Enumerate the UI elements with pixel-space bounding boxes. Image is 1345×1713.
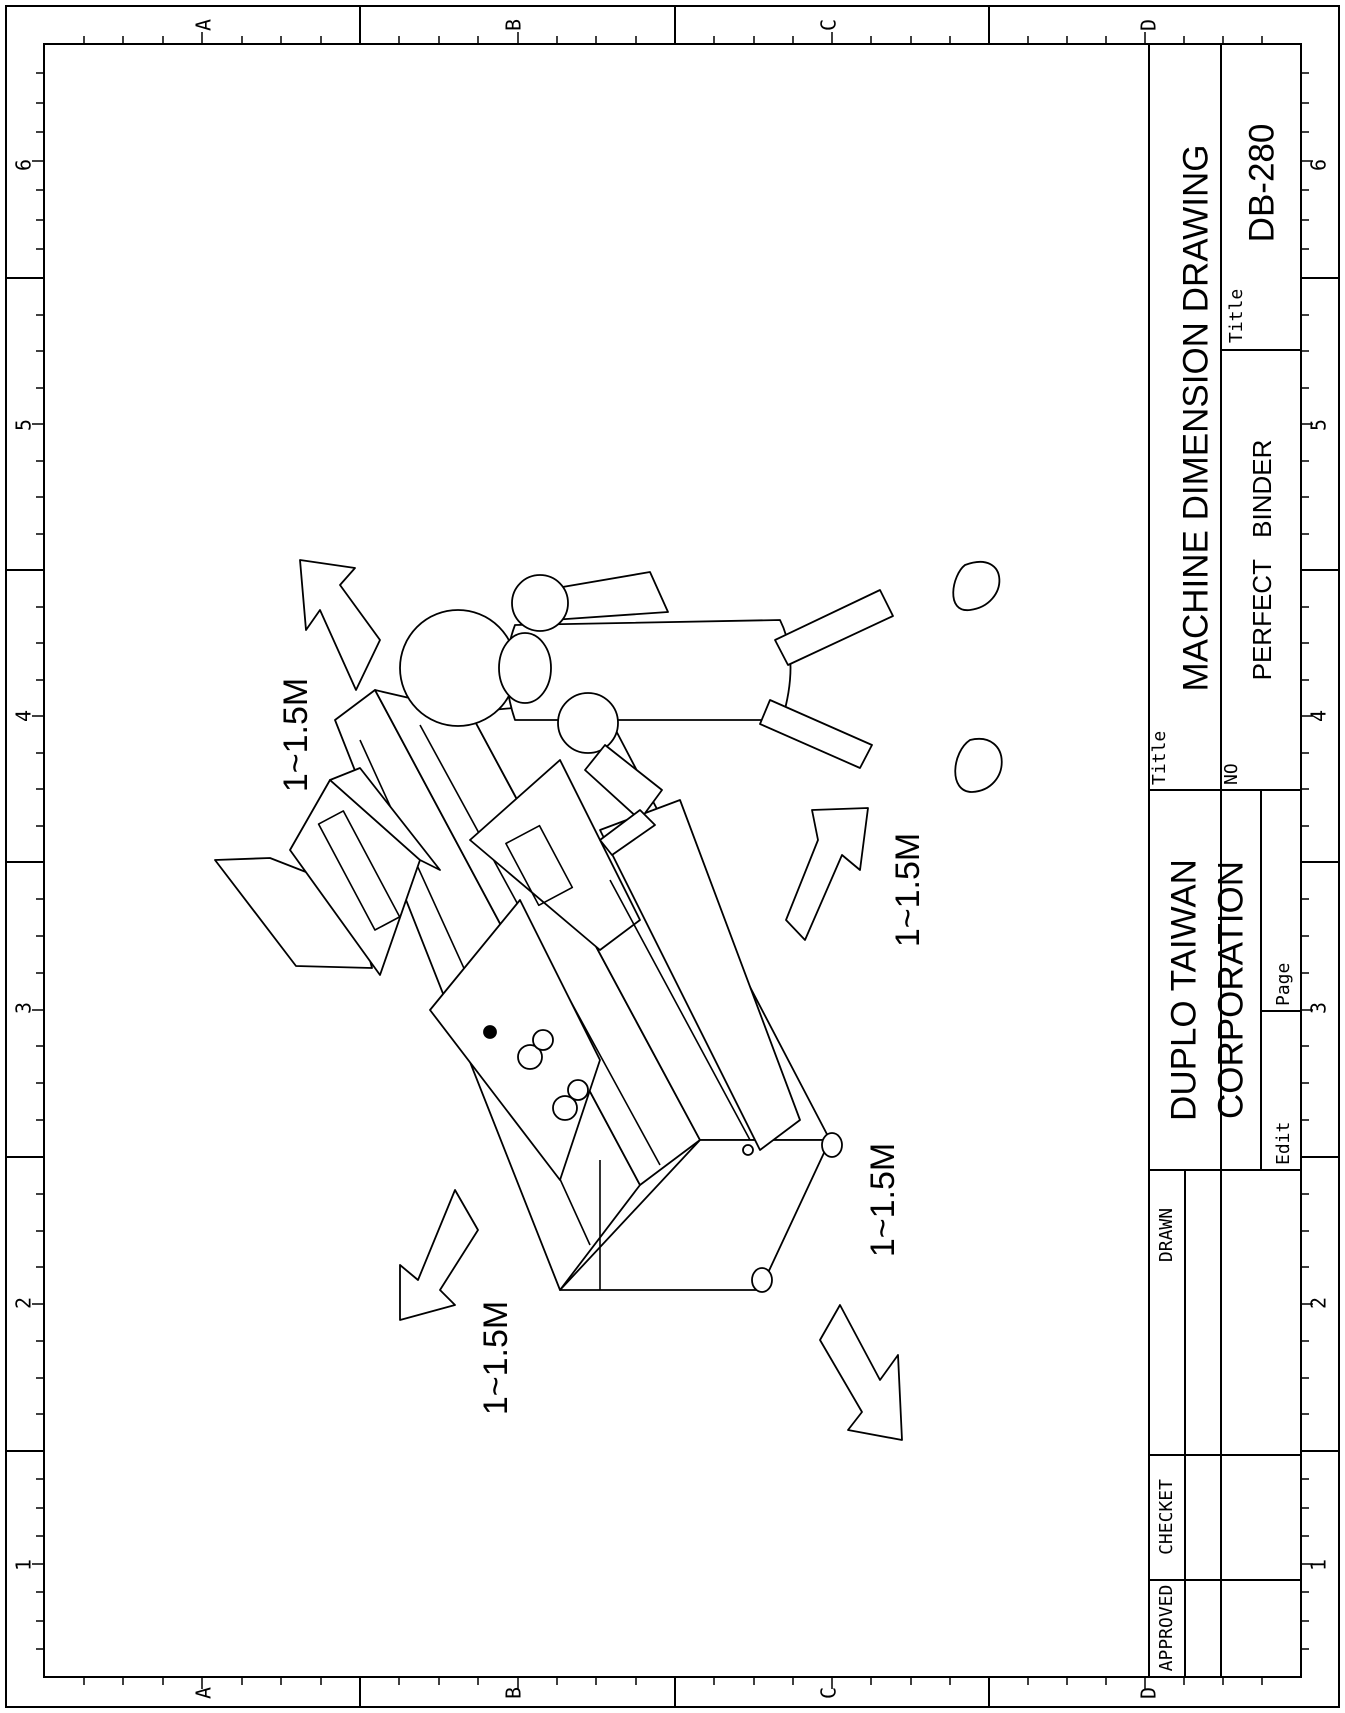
clearance-arrows <box>299 559 903 1441</box>
company-name-line2: CORPORATION <box>1211 861 1250 1119</box>
zone-number-2-left: 2 <box>12 1297 36 1309</box>
operator-figure <box>399 561 1003 856</box>
zone-letter-b-top: B <box>502 19 526 31</box>
zone-letter-d-top: D <box>1137 19 1161 31</box>
clearance-labels: 1~1.5M 1~1.5M 1~1.5M 1~1.5M <box>277 678 927 1415</box>
zone-number-2-right: 2 <box>1307 1297 1331 1309</box>
clearance-arrow-right-upper <box>785 807 869 941</box>
clearance-arrow-bottom-right <box>819 1304 903 1441</box>
zone-dividers <box>6 6 1339 1707</box>
no-label: NO <box>1221 763 1242 785</box>
zone-number-6-right: 6 <box>1307 159 1331 171</box>
clearance-label-right-upper: 1~1.5M <box>889 833 927 947</box>
border-ticks <box>32 32 1313 1689</box>
zone-letter-c-top: C <box>817 19 841 31</box>
clearance-arrow-top-left <box>299 559 381 691</box>
inner-border <box>43 43 1302 1678</box>
zone-number-5-left: 5 <box>12 419 36 431</box>
outer-border <box>5 5 1340 1708</box>
zone-numbers-left: 6 5 4 3 2 1 <box>12 159 36 1571</box>
company-name-line1: DUPLO TAIWAN <box>1164 859 1203 1121</box>
zone-number-3-right: 3 <box>1307 1002 1331 1014</box>
zone-number-4-right: 4 <box>1307 710 1331 722</box>
clearance-label-right-lower: 1~1.5M <box>864 1143 902 1257</box>
approved-label: APPROVED <box>1156 1585 1177 1672</box>
product-name: PERFECT BINDER <box>1247 440 1277 681</box>
zone-number-6-left: 6 <box>12 159 36 171</box>
perfect-binder-machine <box>214 689 843 1293</box>
zone-number-1-right: 1 <box>1307 1559 1331 1571</box>
title-label-2: Title <box>1226 289 1247 343</box>
page-label: Page <box>1273 963 1294 1006</box>
zone-letter-a-bottom: A <box>192 1687 216 1699</box>
clearance-arrow-bottom-left <box>399 1189 479 1321</box>
zone-letter-a-top: A <box>192 19 216 31</box>
clearance-label-left-lower: 1~1.5M <box>477 1301 515 1415</box>
model-number: DB-280 <box>1242 124 1281 243</box>
title-block <box>1148 44 1301 1677</box>
zone-letters-bottom: A B C D <box>192 1687 1161 1699</box>
drawn-label: DRAWN <box>1156 1208 1177 1262</box>
zone-letter-b-bottom: B <box>502 1687 526 1699</box>
clearance-label-top: 1~1.5M <box>277 678 315 792</box>
zone-number-3-left: 3 <box>12 1002 36 1014</box>
zone-letters-top: A B C D <box>192 19 1161 31</box>
zone-number-4-left: 4 <box>12 710 36 722</box>
zone-number-1-left: 1 <box>12 1559 36 1571</box>
zone-numbers-right: 6 5 4 3 2 1 <box>1307 159 1331 1571</box>
zone-letter-d-bottom: D <box>1137 1687 1161 1699</box>
edit-label: Edit <box>1273 1122 1294 1165</box>
zone-number-5-right: 5 <box>1307 419 1331 431</box>
drawing-title: MACHINE DIMENSION DRAWING <box>1176 144 1215 691</box>
zone-letter-c-bottom: C <box>817 1687 841 1699</box>
title-label: Title <box>1149 731 1170 785</box>
title-block-text: APPROVED CHECKET DRAWN DUPLO TAIWAN CORP… <box>1149 124 1294 1672</box>
checket-label: CHECKET <box>1156 1479 1177 1555</box>
